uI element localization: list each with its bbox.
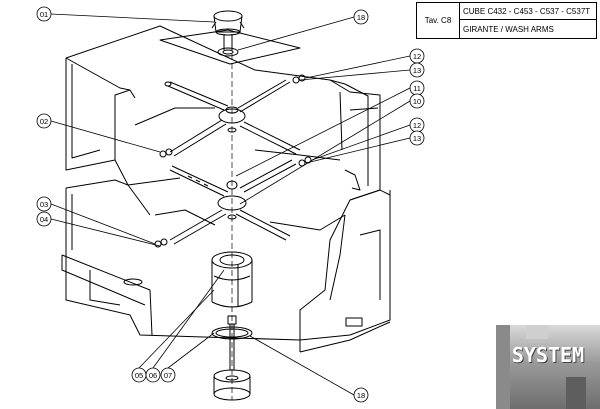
svg-text:10: 10 [413, 97, 421, 106]
leader-lines [50, 13, 411, 396]
callout-02: 02 [36, 113, 52, 129]
callout-18-bottom: 18 [353, 387, 369, 403]
svg-text:13: 13 [413, 66, 421, 75]
svg-text:12: 12 [413, 52, 421, 61]
svg-text:07: 07 [164, 371, 172, 380]
callout-06: 06 [145, 367, 161, 383]
callout-03: 03 [36, 196, 52, 212]
svg-text:18: 18 [357, 391, 365, 400]
system-logo: SYSTEM [496, 325, 600, 409]
svg-text:18: 18 [357, 13, 365, 22]
svg-text:03: 03 [40, 200, 48, 209]
callout-05: 05 [131, 367, 147, 383]
svg-text:11: 11 [413, 84, 421, 93]
callout-18-top: 18 [353, 9, 369, 25]
upper-wash-arm [159, 74, 306, 158]
callout-07: 07 [160, 367, 176, 383]
logo-text: SYSTEM [511, 343, 585, 367]
callouts: 01 18 12 13 02 11 10 12 [36, 6, 425, 403]
svg-text:13: 13 [413, 134, 421, 143]
table-number: Tav. C8 [417, 3, 460, 38]
callout-11: 11 [409, 80, 425, 96]
callout-12-lower: 12 [409, 117, 425, 133]
svg-text:06: 06 [149, 371, 157, 380]
svg-text:04: 04 [40, 215, 48, 224]
title-block: Tav. C8 CUBE C432 - C453 - C537 - C537T … [416, 2, 597, 39]
svg-text:12: 12 [413, 121, 421, 130]
callout-12-upper: 12 [409, 48, 425, 64]
lower-wash-arm [154, 156, 312, 248]
lower-housing [61, 179, 391, 353]
top-disc [159, 29, 301, 65]
svg-text:05: 05 [135, 371, 143, 380]
model-list: CUBE C432 - C453 - C537 - C537T [460, 3, 596, 20]
svg-text:01: 01 [40, 10, 48, 19]
callout-13-upper: 13 [409, 62, 425, 78]
callout-01: 01 [36, 6, 52, 22]
callout-10: 10 [409, 93, 425, 109]
part-description: GIRANTE / WASH ARMS [463, 25, 554, 34]
callout-13-lower: 13 [409, 130, 425, 146]
callout-04: 04 [36, 211, 52, 227]
svg-text:02: 02 [40, 117, 48, 126]
